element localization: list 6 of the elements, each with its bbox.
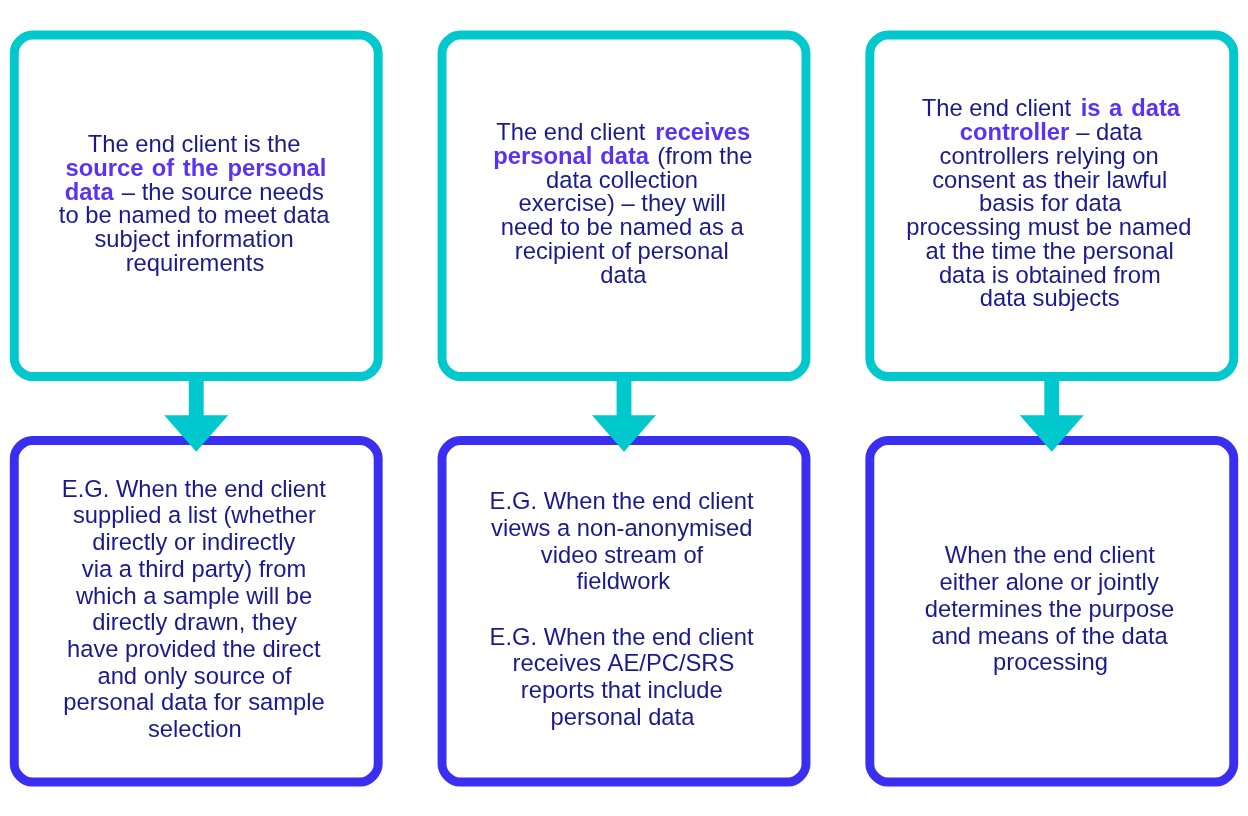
node-box: The end client receives personal data (from the data collection exercise) – they will need to be named as a recipient of personal data (437, 30, 811, 381)
node-box: The end client is a data controller – data controllers relying on consent as their lawful basis for data processing must be named at the time the personal data is obtained from data subjects (865, 30, 1239, 381)
node-box: E.G. When the end client views a non-anonymised video stream of fieldwork E.G. When the end client receives AE/PC/SRS reports that include personal data (437, 435, 811, 786)
node-box: The end client is the source of the personal data – the source needs to be named to meet data subject information requirements (9, 30, 383, 381)
node-box: E.G. When the end client supplied a list (whether directly or indirectly via a third party) from which a sample will be directly drawn, they have provided the direct and only source of personal data for sample selection (9, 435, 383, 786)
node-box: When the end client either alone or jointly determines the purpose and means of the data processing (865, 435, 1239, 786)
